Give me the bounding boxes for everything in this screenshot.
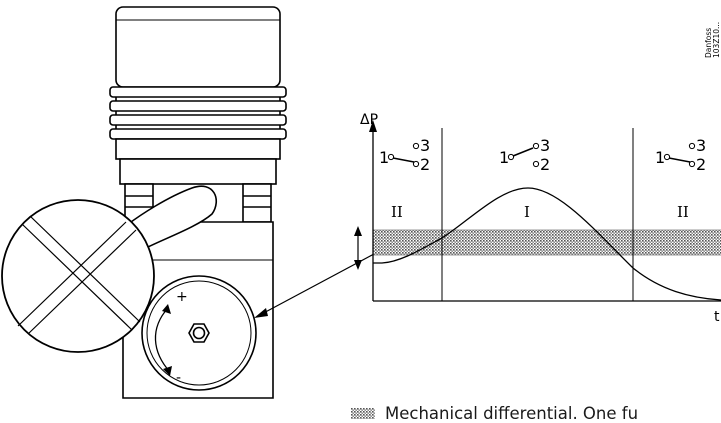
x-axis-label: t: [714, 309, 720, 325]
switch-terminal-1: 1: [655, 148, 665, 167]
rotation-arrow: [154, 307, 171, 373]
plus-sign: +: [176, 289, 188, 305]
neck: [119, 158, 277, 185]
switch-terminal-3: 3: [696, 136, 706, 155]
region-label-1: II: [391, 203, 403, 221]
switch-symbol-3: 1 3 2: [655, 136, 706, 174]
region-label-2: I: [524, 203, 530, 221]
y-axis-label: ΔP: [360, 112, 378, 128]
switch-terminal-2: 2: [696, 155, 706, 174]
brand-watermark: Danfoss 103Z10...: [704, 22, 721, 58]
bellows: [109, 86, 287, 160]
switch-terminal-3: 3: [420, 136, 430, 155]
switch-terminal-1: 1: [379, 148, 389, 167]
region-label-3: II: [677, 203, 689, 221]
y-axis-arrowhead: [369, 120, 377, 132]
switch-symbol-1: 1 3 2: [379, 136, 430, 174]
brand-name: Danfoss: [704, 28, 713, 58]
switch-symbol-2: 1 3 2: [499, 136, 550, 174]
minus-sign: -: [176, 370, 181, 386]
dial-nut: [188, 323, 210, 343]
brand-code: 103Z10...: [712, 22, 721, 58]
pressure-switch-device: [1, 6, 287, 399]
legend-swatch: [351, 408, 375, 419]
callout-arrow: [254, 253, 375, 318]
differential-indicator: [354, 226, 362, 270]
top-cap: [115, 6, 281, 88]
switch-terminal-3: 3: [540, 136, 550, 155]
differential-band: [373, 230, 721, 255]
pressure-curve: [373, 187, 721, 301]
differential-graph: [354, 120, 721, 302]
legend-text: Mechanical differential. One fu: [385, 404, 639, 423]
switch-terminal-2: 2: [540, 155, 550, 174]
switch-terminal-2: 2: [420, 155, 430, 174]
switch-terminal-1: 1: [499, 148, 509, 167]
